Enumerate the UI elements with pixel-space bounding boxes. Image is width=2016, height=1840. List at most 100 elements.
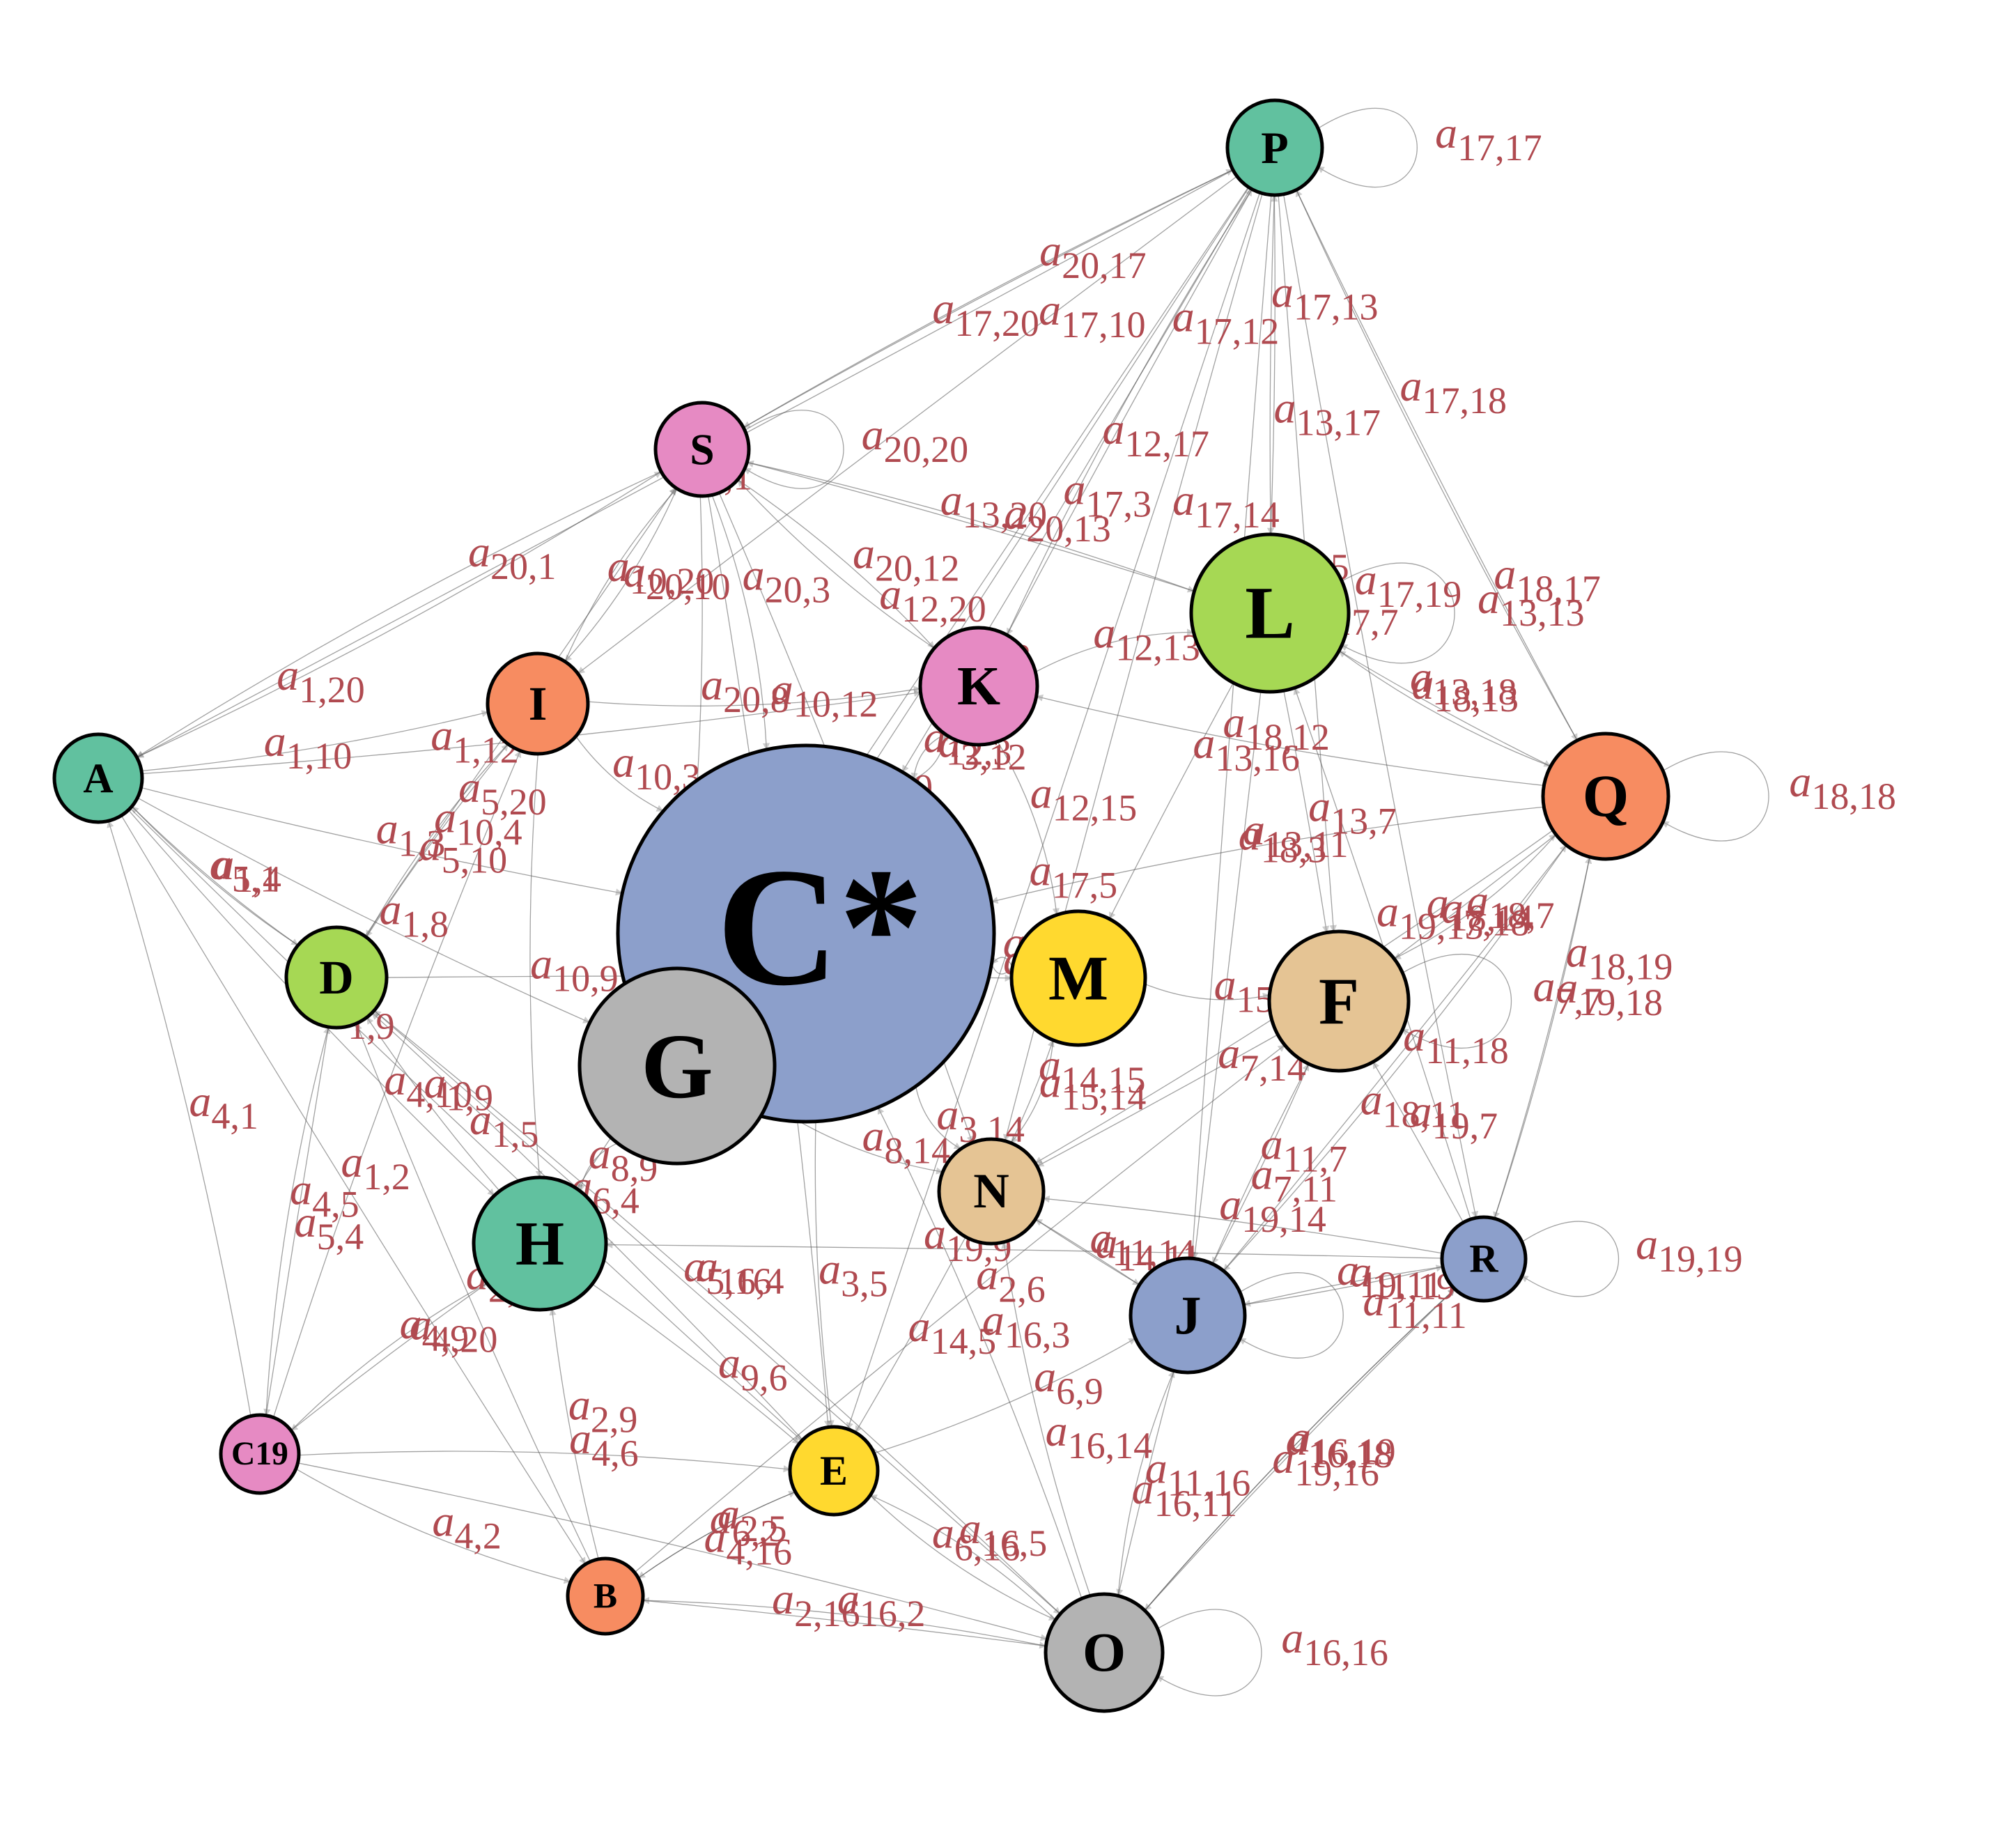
node-label-I: I <box>529 677 548 730</box>
edge-D-A <box>131 805 299 946</box>
edge-label-a10-12: a10,12 <box>771 665 878 725</box>
edge-D-O <box>373 1010 1061 1615</box>
edge-label-a18-19: a18,19 <box>1566 927 1673 988</box>
edge-label-a19-7: a19,7 <box>1410 1086 1498 1147</box>
node-label-S: S <box>690 425 714 474</box>
edge-label-a15-14: a15,14 <box>1039 1057 1147 1118</box>
edge-label-a16-16: a16,16 <box>1281 1613 1388 1673</box>
node-circle-C19 <box>219 1413 301 1495</box>
node-label-J: J <box>1174 1285 1202 1345</box>
node-circle-Q <box>1541 732 1670 861</box>
edge-label-a5-16: a5,16 <box>683 1242 772 1302</box>
node-circle-E <box>788 1425 880 1517</box>
edge-A-C <box>141 787 623 896</box>
node-circle-O <box>1044 1592 1165 1713</box>
edge-A-I <box>141 710 490 772</box>
edge-A-E <box>130 807 802 1441</box>
edge-label-a17-10: a17,10 <box>1039 285 1146 346</box>
node-S: S <box>653 401 751 498</box>
edge-I-C <box>575 736 664 812</box>
edge-label-a17-18: a17,18 <box>1400 361 1507 422</box>
node-circle-R <box>1440 1215 1528 1303</box>
edge-label-a11-18: a11,18 <box>1403 1011 1509 1072</box>
node-label-F: F <box>1319 964 1359 1038</box>
node-G: G <box>577 966 777 1166</box>
edge-G-H <box>577 1143 618 1192</box>
edge-label-a5-10: a5,10 <box>419 820 508 881</box>
node-circle-S <box>653 401 751 498</box>
edge-label-a17-19: a17,19 <box>1355 555 1462 615</box>
edge-S-I <box>564 488 678 663</box>
node-F: F <box>1267 929 1411 1073</box>
edge-J-O <box>1116 1370 1174 1597</box>
edge-A-B <box>121 815 587 1565</box>
edge-label-a5-20: a5,20 <box>458 762 547 823</box>
edge-I-D <box>366 743 509 938</box>
edge-label-a20-1: a20,1 <box>468 527 557 587</box>
edge-label-a7-11: a7,11 <box>1251 1149 1338 1209</box>
node-label-M: M <box>1048 943 1108 1014</box>
edge-S-L <box>747 461 1195 593</box>
edge-P-I <box>577 176 1238 674</box>
edge-label-a4-10: a4,10 <box>384 1055 472 1115</box>
node-label-K: K <box>957 656 1000 717</box>
edge-label-a17-20: a17,20 <box>932 284 1039 344</box>
edge-label-a18-7: a18,7 <box>1466 876 1555 936</box>
edge-L-F <box>1283 690 1330 934</box>
edge-P-S <box>743 169 1234 428</box>
edge-label-a2-6: a2,6 <box>976 1249 1046 1310</box>
edge-M-C <box>991 957 1013 968</box>
edge-label-a4-2: a4,2 <box>432 1496 502 1556</box>
edge-P-J <box>1188 194 1272 1260</box>
node-label-G: G <box>641 1014 713 1118</box>
edge-label-a2-16: a2,16 <box>772 1574 860 1634</box>
node-H: H <box>472 1175 608 1312</box>
edge-label-a6-9: a6,9 <box>1034 1352 1103 1412</box>
edge-P-E <box>846 192 1261 1430</box>
edge-label-a1-9: a1,9 <box>424 1058 494 1118</box>
edge-K-C <box>910 734 946 780</box>
edge-L-Q <box>1338 650 1551 767</box>
edge-label-a20-10: a20,10 <box>623 547 731 608</box>
node-label-H: H <box>515 1209 564 1278</box>
node-D: D <box>284 925 389 1030</box>
edge-P-K <box>1006 189 1253 636</box>
edge-label-a20-8: a20,8 <box>701 660 789 720</box>
edge-Q-Q <box>1661 751 1769 842</box>
edge-S-C <box>711 495 770 751</box>
edge-label-a12-17: a12,17 <box>1103 404 1210 465</box>
edge-label-a10-20: a10,20 <box>607 541 714 602</box>
edge-label-a16-2: a16,2 <box>837 1574 926 1634</box>
edge-label-a4-5: a4,5 <box>290 1164 359 1225</box>
edge-C-M <box>991 964 1013 975</box>
edge-label-a13-16: a13,16 <box>1193 718 1300 779</box>
edge-C-K <box>913 733 949 780</box>
node-circle-L <box>1189 532 1351 694</box>
edge-label-a17-12: a17,12 <box>1172 291 1280 352</box>
edge-P-Q <box>1296 190 1578 741</box>
edge-R-F <box>1372 1061 1464 1223</box>
edge-label-a1-8: a1,8 <box>379 884 449 945</box>
edge-C19-E <box>298 1451 791 1473</box>
edge-label-a7-7: a7,7 <box>1533 961 1603 1022</box>
edge-Q-K <box>1035 694 1544 787</box>
edge-E-B <box>637 1491 796 1579</box>
edge-label-a11-7: a11,7 <box>1261 1120 1348 1180</box>
edge-R-N <box>1042 1195 1443 1254</box>
edge-H-C19 <box>290 1283 488 1432</box>
edge-P-L <box>1266 194 1275 536</box>
edge-label-a4-9: a4,9 <box>400 1299 470 1359</box>
edge-label-a9-6: a9,6 <box>718 1338 788 1398</box>
edge-L-M <box>1109 682 1234 920</box>
edge-label-a19-9: a19,9 <box>924 1209 1012 1269</box>
edge-label-a13-17: a13,17 <box>1274 382 1381 443</box>
edge-label-a16-11: a16,11 <box>1132 1464 1238 1524</box>
edge-label-a19-19: a19,19 <box>1636 1219 1743 1280</box>
edge-label-a13-13: a13,13 <box>1478 573 1585 634</box>
edge-labels-layer: a17,17a17,20a17,13a17,18a17,12a17,10a17,… <box>189 108 1895 1673</box>
edge-P-P <box>1317 107 1418 188</box>
node-circle-D <box>284 925 389 1030</box>
edge-label-a7-18: a7,18 <box>1441 883 1530 944</box>
edge-label-a11-19: a11,19 <box>1349 1247 1455 1308</box>
edge-O-B <box>642 1597 1046 1647</box>
